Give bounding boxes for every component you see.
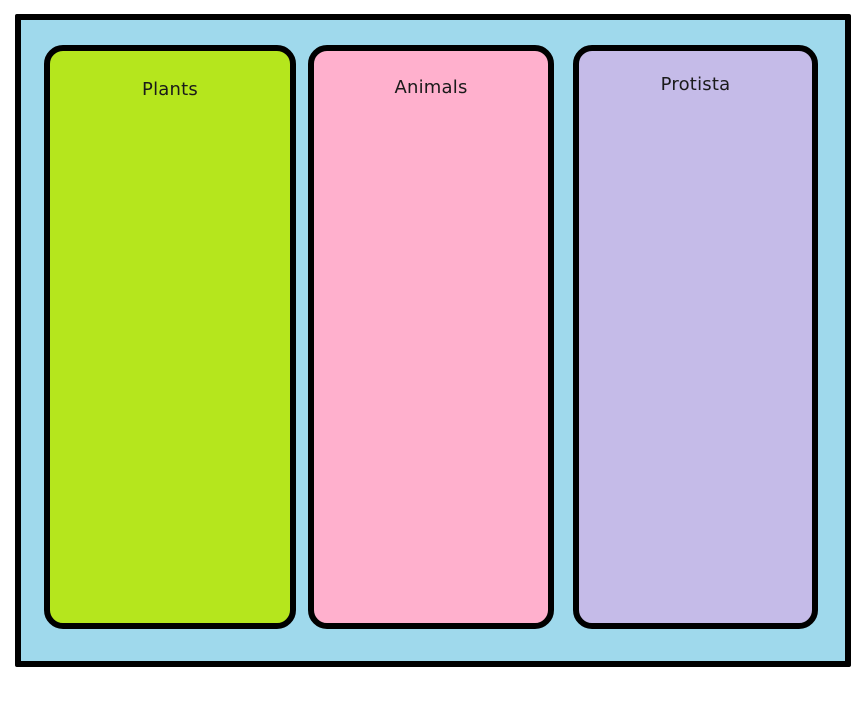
category-column-protista[interactable]: Protista bbox=[573, 45, 818, 629]
category-columns-container: Plants Animals Protista bbox=[21, 20, 845, 661]
category-column-animals[interactable]: Animals bbox=[308, 45, 554, 629]
category-label-animals: Animals bbox=[394, 77, 468, 98]
category-label-protista: Protista bbox=[660, 74, 731, 95]
category-label-plants: Plants bbox=[142, 79, 198, 100]
diagram-outer-frame: Plants Animals Protista bbox=[15, 14, 851, 667]
category-column-plants[interactable]: Plants bbox=[44, 45, 296, 629]
